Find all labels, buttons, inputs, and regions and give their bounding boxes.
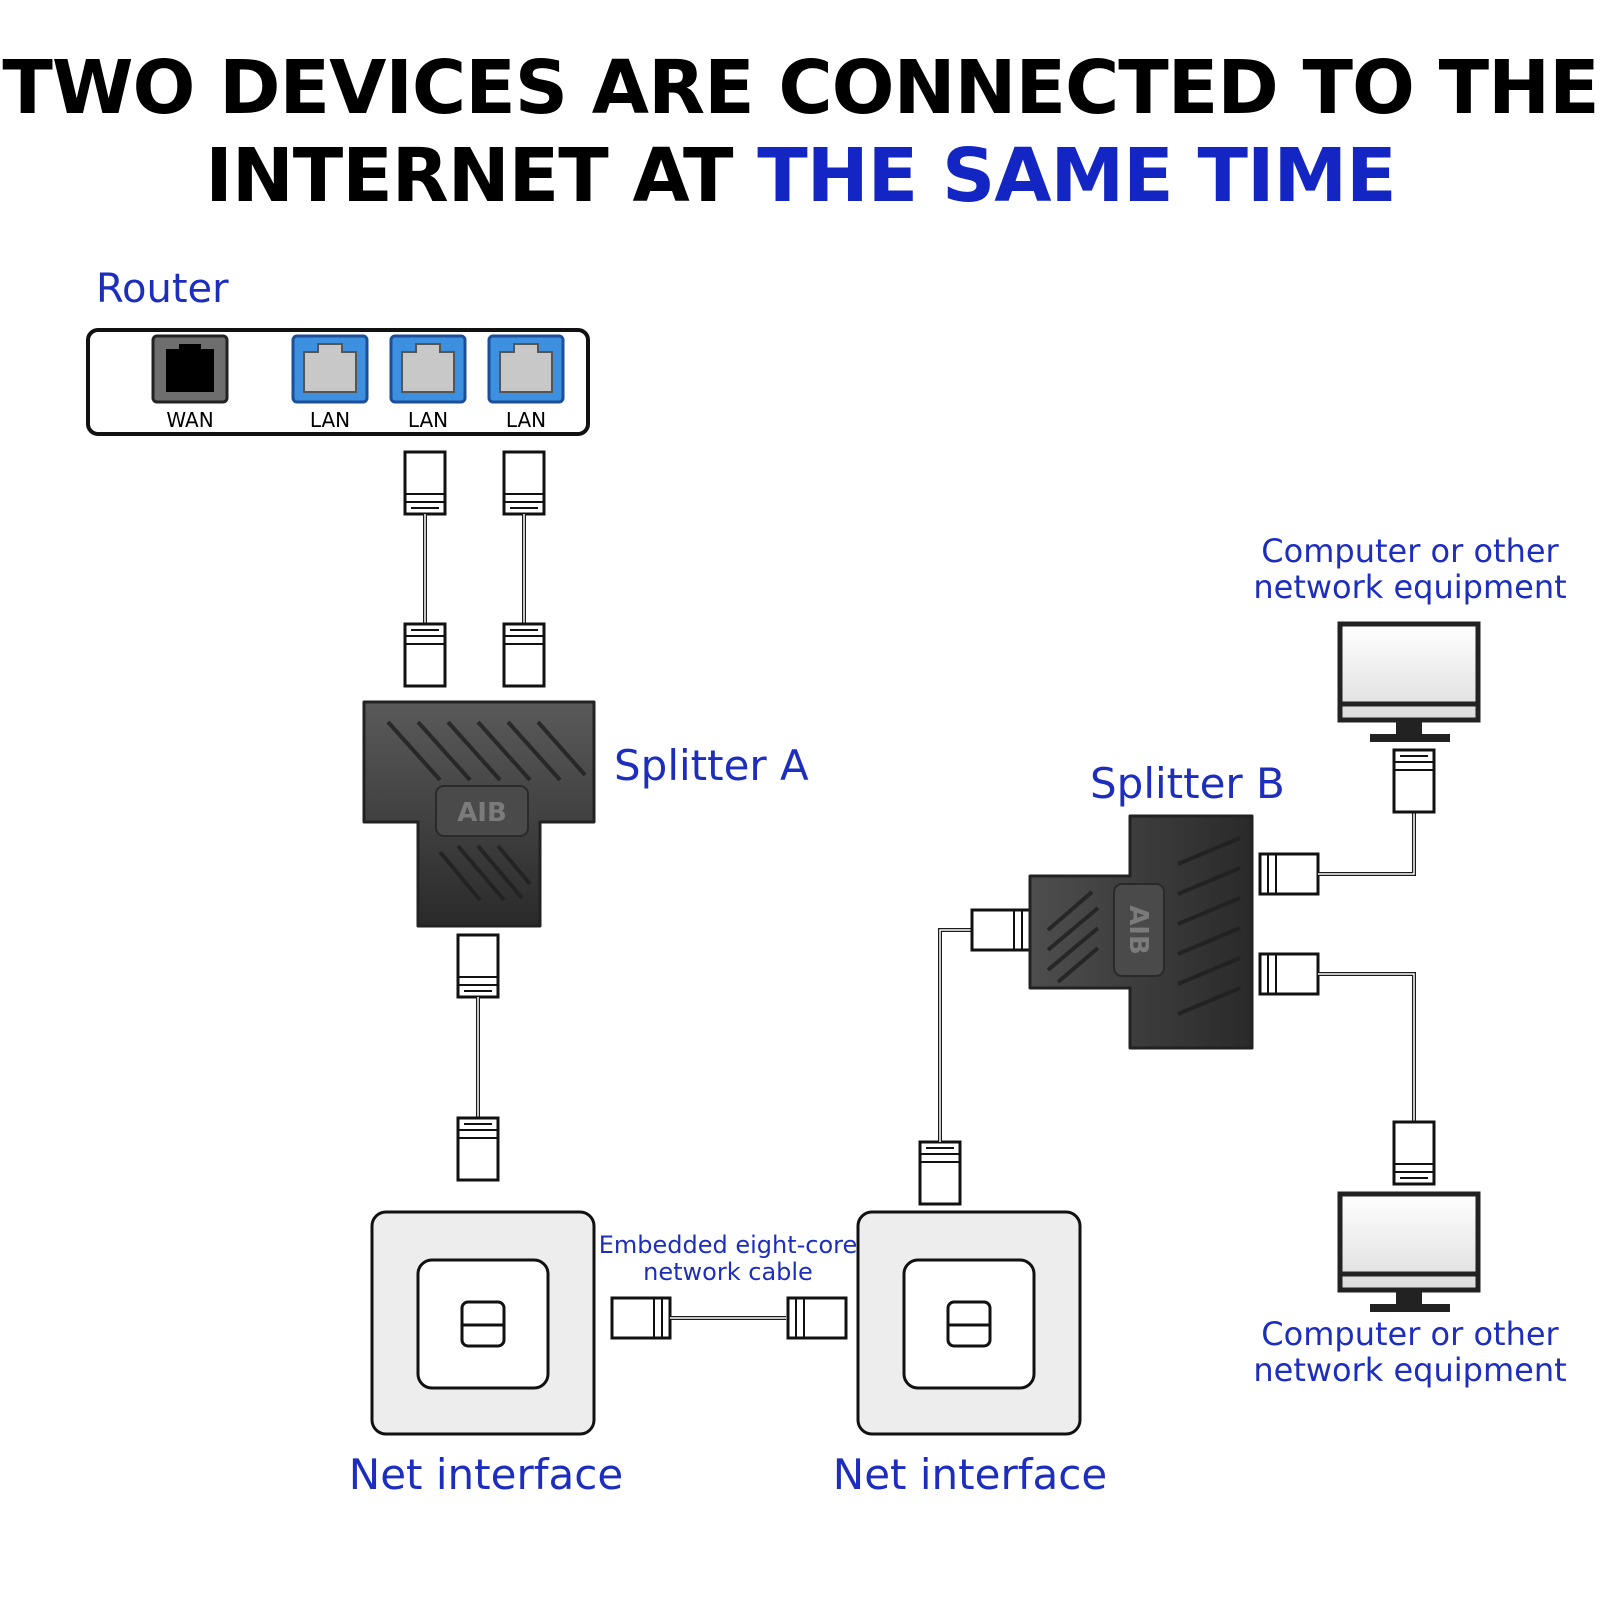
port-label-lan-1: LAN	[310, 408, 350, 432]
splitter-b: AIB	[1028, 814, 1254, 1050]
net-interface-1	[370, 1210, 596, 1436]
computer-top-label-2: network equipment	[1253, 568, 1566, 606]
cable-router-to-splitter-a-1	[403, 450, 447, 688]
router-port-lan-2: LAN	[389, 334, 467, 432]
splitter-b-label: Splitter B	[1090, 759, 1285, 808]
net-interface-1-label: Net interface	[349, 1450, 623, 1499]
router-port-lan-3: LAN	[487, 334, 565, 432]
embedded-network-cable	[610, 1296, 848, 1340]
cable-router-to-splitter-a-2	[502, 450, 546, 688]
cable-splitter-b-to-computer-top	[1258, 748, 1436, 896]
headline-line-1: TWO DEVICES ARE CONNECTED TO THE	[2, 45, 1599, 131]
port-label-lan-2: LAN	[408, 408, 448, 432]
monitor-bottom-icon	[1337, 1191, 1481, 1312]
cable-splitter-b-to-computer-bottom	[1258, 952, 1436, 1186]
port-label-lan-3: LAN	[506, 408, 546, 432]
embedded-cable-label-2: network cable	[643, 1258, 813, 1286]
port-label-wan: WAN	[166, 408, 213, 432]
router: WAN LAN LAN LAN	[86, 328, 590, 436]
headline-line-2: INTERNET AT THE SAME TIME	[0, 132, 1601, 220]
cable-net-interface-to-splitter-b	[918, 908, 1032, 1206]
embedded-cable-label-1: Embedded eight-core	[599, 1231, 858, 1259]
headline: TWO DEVICES ARE CONNECTED TO THE INTERNE…	[0, 44, 1601, 220]
cable-splitter-a-to-net-interface	[456, 933, 500, 1182]
computer-bottom-label-2: network equipment	[1253, 1351, 1566, 1389]
net-interface-2-label: Net interface	[833, 1450, 1107, 1499]
router-port-wan: WAN	[151, 334, 229, 432]
computer-bottom-label-1: Computer or other	[1261, 1315, 1559, 1353]
router-label: Router	[96, 266, 229, 312]
splitter-b-badge: AIB	[1123, 905, 1153, 955]
splitter-a: AIB	[362, 700, 596, 928]
router-port-lan-1: LAN	[291, 334, 369, 432]
monitor-top-icon	[1337, 621, 1481, 742]
headline-line-2-prefix: INTERNET AT	[205, 133, 758, 219]
computer-top-label-1: Computer or other	[1261, 532, 1559, 570]
splitter-a-badge: AIB	[457, 798, 507, 828]
headline-highlight: THE SAME TIME	[757, 133, 1396, 219]
net-interface-2	[856, 1210, 1082, 1436]
splitter-a-label: Splitter A	[614, 741, 809, 790]
